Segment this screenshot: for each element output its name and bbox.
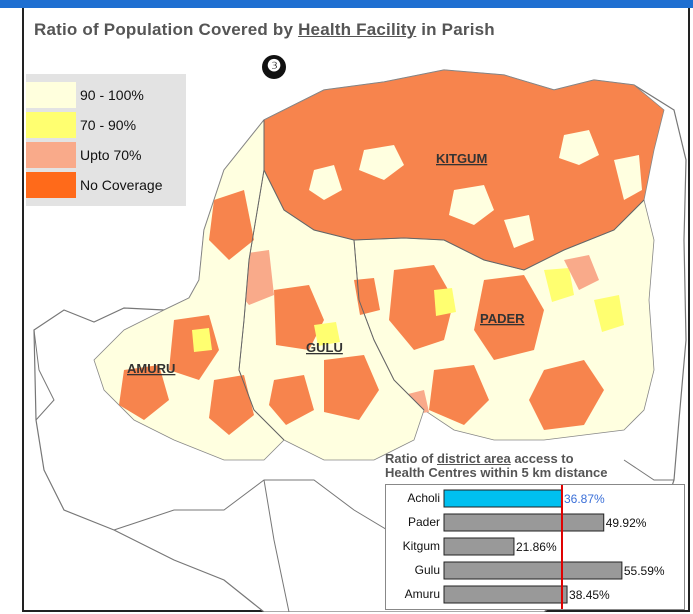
- bar-pader: [443, 513, 605, 532]
- map-legend: 90 - 100% 70 - 90% Upto 70% No Coverage: [26, 74, 186, 206]
- legend-label: No Coverage: [80, 177, 163, 193]
- bar-category-label: Acholi: [407, 491, 440, 505]
- label-gulu: GULU: [306, 340, 343, 355]
- legend-swatch: [26, 82, 76, 108]
- bar-value-label: 38.45%: [569, 588, 610, 602]
- legend-swatch: [26, 142, 76, 168]
- label-kitgum: KITGUM: [436, 151, 487, 166]
- bar-category-label: Kitgum: [403, 539, 440, 553]
- chart-panel: Acholi 36.87% Pader 49.92% Kitgum 21.86% Gulu 5…: [385, 484, 685, 610]
- bar-value-label: 49.92%: [606, 516, 647, 530]
- district-access-chart: Ratio of district area access to Health …: [385, 451, 685, 610]
- bar-chart-svg: Acholi 36.87% Pader 49.92% Kitgum 21.86% Gulu 5…: [403, 485, 665, 609]
- parish-coverage-map: KITGUM PADER GULU AMURU: [33, 69, 687, 612]
- legend-label: Upto 70%: [80, 147, 142, 163]
- top-banner: [0, 0, 693, 8]
- label-pader: PADER: [480, 311, 525, 326]
- bar-acholi: [443, 489, 563, 508]
- legend-item-70-90: 70 - 90%: [26, 112, 186, 138]
- legend-label: 70 - 90%: [80, 117, 137, 133]
- legend-swatch: [26, 172, 76, 198]
- chart-title: Ratio of district area access to Health …: [385, 451, 608, 480]
- legend-label: 90 - 100%: [80, 87, 144, 103]
- bar-value-label: 36.87%: [564, 492, 605, 506]
- bar-value-label: 21.86%: [516, 540, 557, 554]
- step-number-badge: ❸: [262, 55, 286, 79]
- bar-amuru: [443, 585, 568, 604]
- bar-kitgum: [443, 537, 515, 556]
- legend-swatch: [26, 112, 76, 138]
- bar-category-label: Pader: [408, 515, 440, 529]
- legend-item-upto-70: Upto 70%: [26, 142, 186, 168]
- bar-category-label: Amuru: [405, 587, 440, 601]
- label-amuru: AMURU: [127, 361, 175, 376]
- bar-category-label: Gulu: [415, 563, 440, 577]
- map-title: Ratio of Population Covered by Health Fa…: [34, 20, 495, 39]
- bar-gulu: [443, 561, 623, 580]
- legend-item-no-coverage: No Coverage: [26, 172, 186, 198]
- bar-value-label: 55.59%: [624, 564, 665, 578]
- legend-item-90-100: 90 - 100%: [26, 82, 186, 108]
